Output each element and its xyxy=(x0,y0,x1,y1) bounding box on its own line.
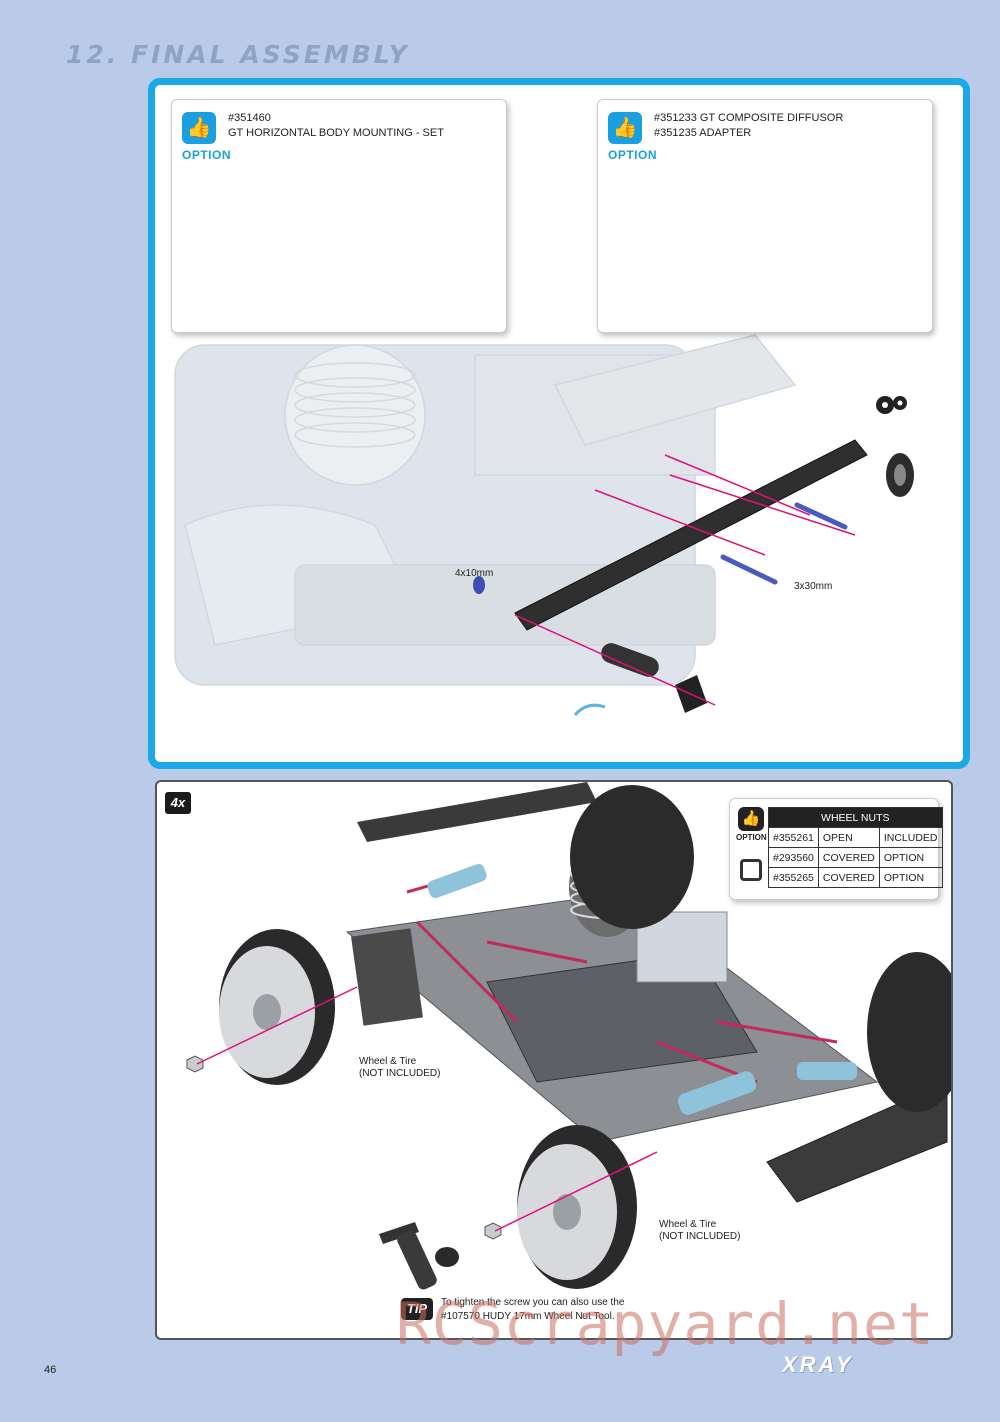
wheel-front-left xyxy=(219,929,335,1085)
assembly-step-panel: 👍 OPTION #351460 GT HORIZONTAL BODY MOUN… xyxy=(148,78,970,769)
option-part-line-2: #351235 ADAPTER xyxy=(654,127,752,139)
option-box-body-mounting: 👍 OPTION #351460 GT HORIZONTAL BODY MOUN… xyxy=(171,99,507,333)
wheel-front-right xyxy=(570,785,694,929)
wheel-nut-2 xyxy=(484,1222,502,1240)
option-part-number: #351460 xyxy=(228,112,271,124)
body-clip xyxy=(573,703,606,717)
tip-line-2: #107570 HUDY 17mm Wheel Nut Tool. xyxy=(441,1311,615,1322)
wheel-nut-tool-drawing xyxy=(379,1222,459,1290)
tip-line-1: To tighten the screw you can also use th… xyxy=(441,1297,625,1308)
thumbs-up-icon: 👍 xyxy=(608,112,642,144)
section-title: 12. FINAL ASSEMBLY xyxy=(66,40,410,69)
wheel-tire-label-1: Wheel & Tire xyxy=(359,1056,417,1067)
carbon-body-mount-bar xyxy=(514,439,914,631)
nut-status: INCLUDED xyxy=(878,827,943,848)
part-number: #293560 xyxy=(768,847,819,868)
brand-logo: XRAY xyxy=(782,1352,854,1377)
car-illustration xyxy=(186,782,951,1290)
screw-3x30-b xyxy=(794,502,848,530)
table-title: WHEEL NUTS xyxy=(768,807,943,828)
wheel-nut-icon xyxy=(740,859,762,881)
table-row: #355261 OPEN INCLUDED xyxy=(768,827,943,848)
wheel-nuts-table: WHEEL NUTS #355261 OPEN INCLUDED #293560… xyxy=(768,807,943,888)
nut-status: OPTION xyxy=(878,847,943,868)
screw-3x30-a xyxy=(720,554,778,585)
option-label: OPTION xyxy=(182,148,232,162)
thumbs-up-icon: 👍 xyxy=(738,807,764,831)
wheel-tire-label-2: Wheel & Tire xyxy=(659,1219,717,1230)
part-number: #355265 xyxy=(768,867,819,888)
wheel-tire-note-2: (NOT INCLUDED) xyxy=(659,1231,741,1242)
option-part-line-1: #351233 GT COMPOSITE DIFFUSOR xyxy=(654,112,844,124)
option-label: OPTION xyxy=(608,148,658,162)
table-row: #293560 COVERED OPTION xyxy=(768,847,943,868)
wheel-rear-right xyxy=(867,952,951,1112)
option-box-diffusor: 👍 OPTION #351233 GT COMPOSITE DIFFUSOR #… xyxy=(597,99,933,333)
nut-type: OPEN xyxy=(817,827,880,848)
wheel-nut-1 xyxy=(186,1055,204,1073)
spacer xyxy=(601,643,659,677)
quantity-badge: 4x xyxy=(165,792,191,814)
nut-type: COVERED xyxy=(817,847,880,868)
chassis-illustration xyxy=(174,136,916,717)
wheel-assembly-panel: 4x xyxy=(155,780,953,1340)
wheel-nuts-table-box: 👍 OPTION WHEEL NUTS #355261 OPEN INCLUDE… xyxy=(729,798,943,900)
tip-badge: TIP xyxy=(401,1298,433,1320)
wheel-rear-left xyxy=(517,1125,637,1289)
nut-status: OPTION xyxy=(878,867,943,888)
part-number: #355261 xyxy=(768,827,819,848)
watermark: RCScrapyard.net xyxy=(396,1290,935,1358)
nut-type: COVERED xyxy=(817,867,880,888)
tools-icon xyxy=(876,396,907,414)
page-number: 46 xyxy=(44,1364,57,1376)
wheel-tire-note-1: (NOT INCLUDED) xyxy=(359,1068,441,1079)
option-label: OPTION xyxy=(736,833,767,842)
screw-4x10 xyxy=(473,576,485,594)
screw-size-3x30: 3x30mm xyxy=(794,581,833,592)
option-part-name: GT HORIZONTAL BODY MOUNTING - SET xyxy=(228,127,444,139)
table-row: #355265 COVERED OPTION xyxy=(768,867,943,888)
thumbs-up-icon: 👍 xyxy=(182,112,216,144)
chassis-drawing xyxy=(345,782,948,1203)
screw-size-4x10: 4x10mm xyxy=(455,568,494,579)
